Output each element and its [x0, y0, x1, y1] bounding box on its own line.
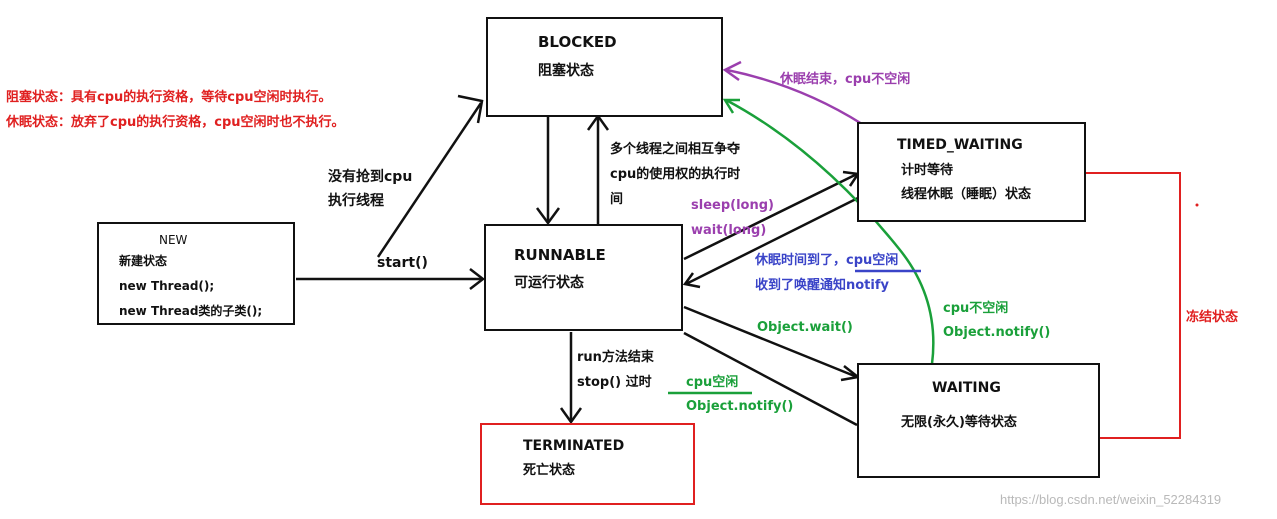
label-timeout-1: 休眠时间到了，cpu空闲 — [755, 253, 899, 268]
label-notify-free: Object.notify() — [686, 399, 794, 414]
arrow-waiting-to-blocked — [722, 98, 935, 365]
label-start: start() — [377, 255, 428, 271]
runnable-desc: 可运行状态 — [514, 275, 584, 291]
arrow-new-to-runnable — [296, 268, 486, 290]
arrow-runnable-to-waiting — [683, 305, 861, 382]
state-timed-waiting: TIMED_WAITING 计时等待 线程休眠（睡眠）状态 — [857, 122, 1086, 222]
arrow-runnable-to-terminated — [559, 332, 583, 425]
label-run-end: run方法结束 — [577, 350, 654, 365]
arrow-runnable-to-blocked — [586, 113, 610, 224]
state-waiting: WAITING 无限(永久)等待状态 — [857, 363, 1100, 478]
state-runnable: RUNNABLE 可运行状态 — [484, 224, 683, 331]
arrow-timed-waiting-to-blocked — [722, 60, 863, 126]
frozen-bracket — [1086, 172, 1181, 439]
new-line3: new Thread类的子类(); — [119, 304, 263, 318]
label-compete-1: 多个线程之间相互争夺 — [610, 142, 741, 157]
label-sleep-long: sleep(long) — [691, 198, 774, 213]
label-timeout-2: 收到了唤醒通知notify — [755, 278, 889, 293]
line-waiting-to-runnable — [683, 331, 858, 427]
label-sleep-end: 休眠结束，cpu不空闲 — [780, 72, 911, 87]
waiting-desc: 无限(永久)等待状态 — [901, 415, 1017, 430]
note-blocked: 阻塞状态：具有cpu的执行资格，等待cpu空闲时执行。 — [6, 90, 332, 105]
state-terminated: TERMINATED 死亡状态 — [480, 423, 695, 505]
blocked-desc: 阻塞状态 — [538, 63, 594, 79]
timed-waiting-title: TIMED_WAITING — [897, 137, 1023, 153]
label-stop: stop() 过时 — [577, 375, 652, 390]
arrow-runnable-to-timed-waiting — [683, 170, 861, 261]
terminated-desc: 死亡状态 — [523, 463, 576, 478]
terminated-title: TERMINATED — [523, 438, 625, 454]
state-new: NEW 新建状态 new Thread(); new Thread类的子类(); — [97, 222, 295, 325]
label-compete-3: 间 — [610, 192, 624, 207]
label-cpu-free: cpu空闲 — [686, 375, 739, 390]
runnable-title: RUNNABLE — [514, 246, 606, 264]
label-no-cpu-2: 执行线程 — [328, 193, 384, 209]
label-compete-2: cpu的使用权的执行时 — [610, 167, 741, 182]
state-blocked: BLOCKED 阻塞状态 — [486, 17, 723, 117]
new-line1: 新建状态 — [119, 254, 168, 268]
label-cpu-busy: cpu不空闲 — [943, 301, 1009, 316]
arrow-blocked-to-runnable — [535, 116, 561, 226]
arrow-to-blocked — [376, 94, 484, 258]
red-dot — [1195, 203, 1199, 207]
new-line2: new Thread(); — [119, 279, 215, 293]
timed-waiting-line1: 计时等待 — [901, 163, 954, 178]
note-sleep: 休眠状态：放弃了cpu的执行资格，cpu空闲时也不执行。 — [6, 115, 345, 130]
label-wait-long: wait(long) — [691, 223, 767, 238]
label-frozen: 冻结状态 — [1186, 310, 1239, 325]
blocked-title: BLOCKED — [538, 33, 617, 51]
watermark: https://blog.csdn.net/weixin_52284319 — [1000, 492, 1222, 507]
new-title: NEW — [159, 233, 188, 247]
label-no-cpu-1: 没有抢到cpu — [328, 169, 413, 185]
label-object-wait: Object.wait() — [757, 320, 853, 335]
timed-waiting-line2: 线程休眠（睡眠）状态 — [901, 187, 1032, 202]
waiting-title: WAITING — [932, 380, 1001, 396]
label-notify-busy: Object.notify() — [943, 325, 1051, 340]
arrow-timed-waiting-to-runnable — [682, 195, 861, 289]
